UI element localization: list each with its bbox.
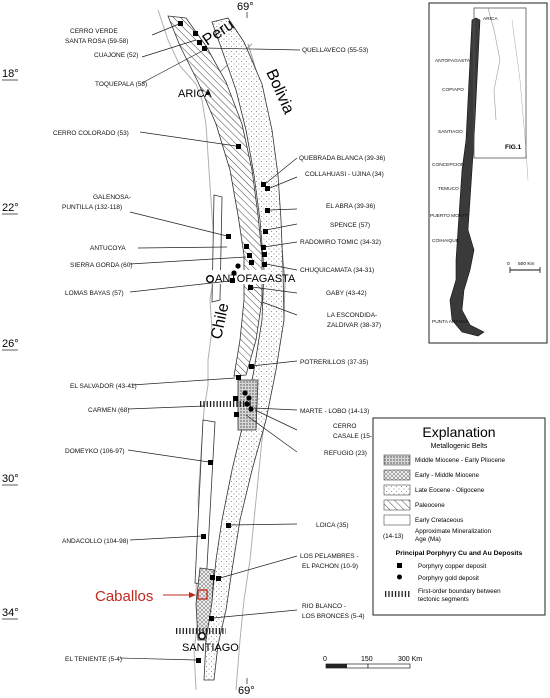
legend-title: Explanation <box>422 424 495 440</box>
label-andacollo: ANDACOLLO (104-98) <box>62 538 128 545</box>
legend-age-example: (14-13) <box>383 533 403 540</box>
label-antucoya: ANTUCOYA <box>90 245 126 252</box>
lat-26: 26° <box>2 338 19 350</box>
legend-belt-3: Late Eocene - Oligocene <box>415 487 485 494</box>
caballos-arrow-head <box>189 592 196 598</box>
inset-map: FIG.1 ARICA ANTOFAGASTA COPIAPO SANTIAGO… <box>428 2 548 344</box>
label-los-pelambres: LOS PELAMBRES - <box>300 553 359 560</box>
label-carmen: CARMEN (68) <box>88 407 130 414</box>
label-casale: CASALE (15-12) <box>333 433 381 440</box>
leader-lines <box>119 23 301 661</box>
label-domeyko: DOMEYKO (106-97) <box>65 448 125 455</box>
label-quebrada-blanca: QUEBRADA BLANCA (39-36) <box>299 155 385 162</box>
label-radomiro-tomic: RADOMIRO TOMIC (34-32) <box>300 239 381 246</box>
country-chile: Chile <box>208 302 232 341</box>
label-potrerillos: POTRERILLOS (37-35) <box>300 359 368 366</box>
label-puntilla: PUNTILLA (132-118) <box>62 204 122 211</box>
label-cerro: CERRO <box>333 423 356 430</box>
longitude-top: 69° <box>237 1 254 13</box>
inset-santiago: SANTIAGO <box>438 129 463 135</box>
caballos-label: Caballos <box>95 588 153 605</box>
label-sierra-gorda: SIERRA GORDA (60) <box>70 262 133 269</box>
label-collahuasi: COLLAHUASI - UJINA (34) <box>305 171 384 178</box>
legend-age-text-2: Age (Ma) <box>415 536 441 543</box>
inset-copiapo: COPIAPO <box>442 87 464 93</box>
early-middle-miocene-belt <box>195 567 215 641</box>
city-santiago: SANTIAGO <box>182 642 239 654</box>
label-marte-lobo: MARTE - LOBO (14-13) <box>300 408 369 415</box>
label-santa-rosa: SANTA ROSA (59-58) <box>65 38 128 45</box>
caballos-box <box>197 589 208 600</box>
inset-scale: 500 Km <box>518 261 535 267</box>
inset-puerto-montt: PUERTO MONTT <box>430 213 468 219</box>
legend: Explanation Metallogenic Belts Middle Mi… <box>372 417 546 616</box>
copper-deposit-markers <box>178 21 270 663</box>
inset-title: FIG.1 <box>505 144 522 151</box>
label-rio-blanco: RIO BLANCO - <box>302 603 346 610</box>
inset-punta-arenas: PUNTA ARENAS <box>432 319 468 325</box>
label-el-salvador: EL SALVADOR (43-41) <box>70 383 137 390</box>
inset-concepcion: CONCEPCION <box>432 162 465 168</box>
deposit-labels-left: CERRO VERDE SANTA ROSA (59-58) CUAJONE (… <box>53 28 147 663</box>
legend-belts-heading: Metallogenic Belts <box>431 443 488 450</box>
label-chuquicamata: CHUQUICAMATA (34-31) <box>300 267 374 274</box>
paleocene-belt <box>167 15 263 377</box>
label-cuajone: CUAJONE (52) <box>94 52 138 59</box>
label-cerro-verde: CERRO VERDE <box>70 28 118 35</box>
legend-belt-4: Paleocene <box>415 502 445 509</box>
city-antofagasta: ANTOFAGASTA <box>215 273 296 285</box>
label-quellaveco: QUELLAVECO (55-53) <box>302 47 368 54</box>
label-la-escondida: LA ESCONDIDA- <box>327 312 377 319</box>
lat-34: 34° <box>2 607 19 619</box>
gold-deposit-markers <box>231 263 254 412</box>
label-el-teniente: EL TENIENTE (5-4) <box>65 656 122 663</box>
lat-30: 30° <box>2 473 19 485</box>
legend-boundary-1: First-order boundary between <box>418 588 501 595</box>
label-toquepala: TOQUEPALA (58) <box>95 81 147 88</box>
legend-gold: Porphyry gold deposit <box>418 575 479 582</box>
deposit-labels-right: QUELLAVECO (55-53) QUEBRADA BLANCA (39-3… <box>299 47 385 620</box>
scale-tick-0: 0 <box>323 656 327 663</box>
longitude-bottom: 69° <box>238 685 255 697</box>
label-gaby: GABY (43-42) <box>326 290 367 297</box>
legend-belt-2: Early - Middle Miocene <box>415 472 480 479</box>
scale-bar: 0 150 300 Km <box>323 656 422 669</box>
label-spence: SPENCE (57) <box>330 222 370 229</box>
city-arica: ARICA <box>178 88 212 100</box>
label-loica: LOICA (35) <box>316 522 349 529</box>
label-zaldivar: ZALDIVAR (38-37) <box>327 322 381 329</box>
legend-copper: Porphyry copper deposit <box>418 563 487 570</box>
lat-22: 22° <box>2 202 19 214</box>
label-el-abra: EL ABRA (39-36) <box>326 203 375 210</box>
inset-coihaique: COIHAIQUE <box>432 238 459 244</box>
inset-arica: ARICA <box>483 16 498 22</box>
latitude-labels: 18° 22° 26° 30° 34° <box>2 68 19 620</box>
santiago-marker <box>198 632 206 640</box>
inset-temuco: TEMUCO <box>438 186 459 192</box>
scale-tick-150: 150 <box>361 656 373 663</box>
scale-tick-300: 300 Km <box>398 656 422 663</box>
inset-scale-zero: 0 <box>507 261 510 267</box>
legend-belt-1: Middle Miocene - Early Pliocene <box>415 457 505 464</box>
early-cretaceous-belt <box>194 194 223 586</box>
legend-boundary-2: tectonic segments <box>418 596 469 603</box>
label-cerro-colorado: CERRO COLORADO (53) <box>53 130 129 137</box>
lat-18: 18° <box>2 68 19 80</box>
legend-deposits-heading: Principal Porphyry Cu and Au Deposits <box>396 550 523 557</box>
label-lomas-bayas: LOMAS BAYAS (57) <box>65 290 124 297</box>
inset-antofagasta: ANTOFAGASTA <box>435 58 471 64</box>
label-galenosa: GALENOSA- <box>93 194 131 201</box>
legend-belt-5: Early Cretaceous <box>415 517 463 524</box>
label-refugio: REFUGIO (23) <box>324 450 367 457</box>
inset-chile-outline <box>449 17 485 337</box>
legend-age-text-1: Approximate Mineralization <box>415 528 491 535</box>
antofagasta-marker <box>205 275 214 284</box>
label-los-bronces: LOS BRONCES (5-4) <box>302 613 365 620</box>
label-el-pachon: EL PACHON (10-9) <box>302 563 358 570</box>
